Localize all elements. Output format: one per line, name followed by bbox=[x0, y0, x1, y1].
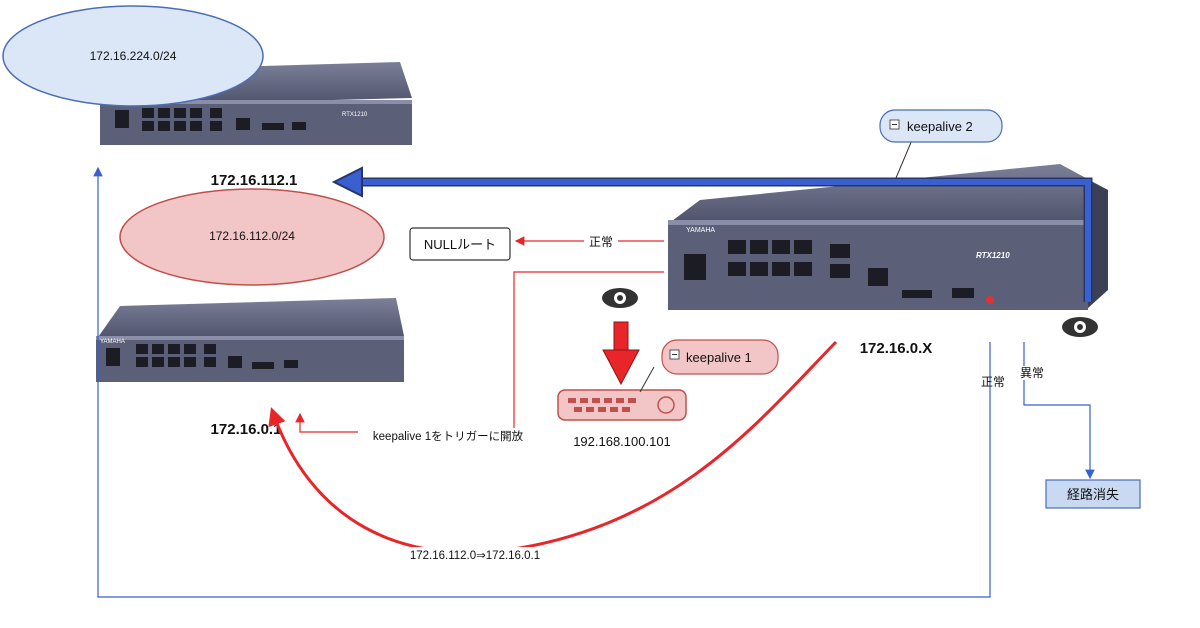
router-bottom-ip: 172.16.0.1 bbox=[211, 421, 282, 438]
keepalive1-label: keepalive 1 bbox=[686, 350, 752, 365]
normal-right-label: 正常 bbox=[981, 375, 1005, 389]
eye-icon bbox=[1062, 317, 1098, 337]
abnormal-label: 異常 bbox=[1020, 366, 1044, 380]
eye-icon-center bbox=[602, 288, 638, 308]
switch-icon bbox=[557, 389, 687, 421]
keepalive2-callout-line bbox=[895, 139, 913, 179]
null-route-box bbox=[409, 227, 511, 261]
monitored-host-ip: 192.168.100.101 bbox=[573, 434, 671, 449]
router-main-ip: 172.16.0.X bbox=[860, 340, 933, 357]
keepalive1-callout bbox=[661, 339, 779, 375]
null-route-label: NULLルート bbox=[424, 237, 496, 252]
keepalive1-callout-line bbox=[639, 366, 655, 393]
network-224-label: 172.16.224.0/24 bbox=[90, 49, 177, 63]
network-172-16-224 bbox=[2, 5, 264, 107]
router-main-brand: YAMAHA bbox=[686, 227, 715, 234]
router-main: YAMAHA RTX1210 bbox=[668, 164, 1108, 310]
svg-text:RTX1210: RTX1210 bbox=[342, 112, 368, 118]
router-top-ip: 172.16.112.1 bbox=[211, 172, 298, 189]
abnormal-route-path bbox=[1023, 342, 1095, 480]
normal-null-label: 正常 bbox=[589, 235, 613, 249]
router-bottom: YAMAHA bbox=[96, 298, 404, 382]
network-172-16-112 bbox=[119, 188, 385, 286]
route-arrow-label: 172.16.112.0⇒172.16.0.1 bbox=[410, 550, 540, 562]
route-lost-box bbox=[1045, 479, 1141, 509]
route-lost-label: 経路消失 bbox=[1067, 487, 1119, 502]
monitor-arrow bbox=[602, 349, 640, 386]
router-bottom-brand: YAMAHA bbox=[100, 339, 125, 345]
keepalive2-label: keepalive 2 bbox=[907, 119, 973, 134]
trigger-label: keepalive 1をトリガーに開放 bbox=[373, 429, 524, 443]
keepalive2-route-arrowhead bbox=[331, 166, 363, 198]
keepalive2-callout bbox=[879, 109, 1003, 143]
router-main-model: RTX1210 bbox=[976, 251, 1010, 260]
network-112-label: 172.16.112.0/24 bbox=[209, 229, 295, 243]
keepalive2-route bbox=[350, 179, 1091, 302]
normal-route-path bbox=[93, 166, 991, 598]
